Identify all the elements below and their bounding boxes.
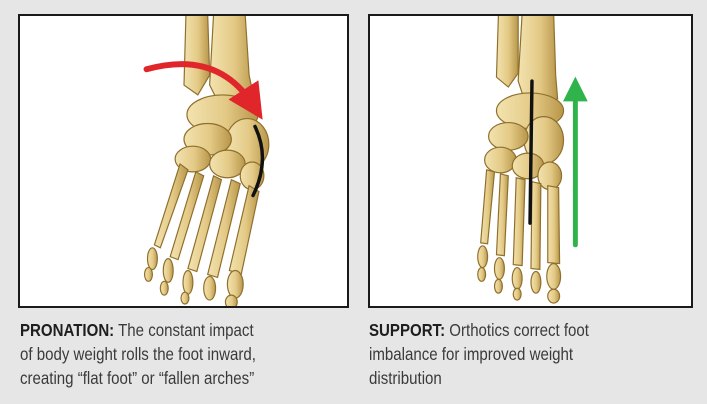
ankle-bones <box>175 95 269 190</box>
caption-label: SUPPORT: <box>369 320 445 340</box>
pronation-caption: PRONATION: The constant impact of body w… <box>20 318 347 390</box>
caption-line-1: SUPPORT: Orthotics correct foot <box>369 318 696 342</box>
support-caption: SUPPORT: Orthotics correct foot imbalanc… <box>369 318 696 390</box>
caption-line-2: imbalance for improved weight <box>369 342 696 366</box>
caption-line-3: creating “flat foot” or “fallen arches” <box>20 366 347 390</box>
caption-line-2: of body weight rolls the foot inward, <box>20 342 347 366</box>
pronated-foot-skeleton-illustration <box>20 16 347 306</box>
caption-text: The constant impact <box>118 320 254 340</box>
ankle-bones <box>485 93 564 190</box>
support-illustration-panel <box>368 14 693 308</box>
leg-bones <box>496 16 557 105</box>
caption-text: Orthotics correct foot <box>449 320 589 340</box>
pronation-illustration-panel <box>18 14 349 308</box>
caption-label: PRONATION: <box>20 320 114 340</box>
caption-line-3: distribution <box>369 366 696 390</box>
supported-foot-skeleton-illustration <box>370 16 691 306</box>
alignment-line <box>530 81 532 223</box>
caption-line-1: PRONATION: The constant impact <box>20 318 347 342</box>
